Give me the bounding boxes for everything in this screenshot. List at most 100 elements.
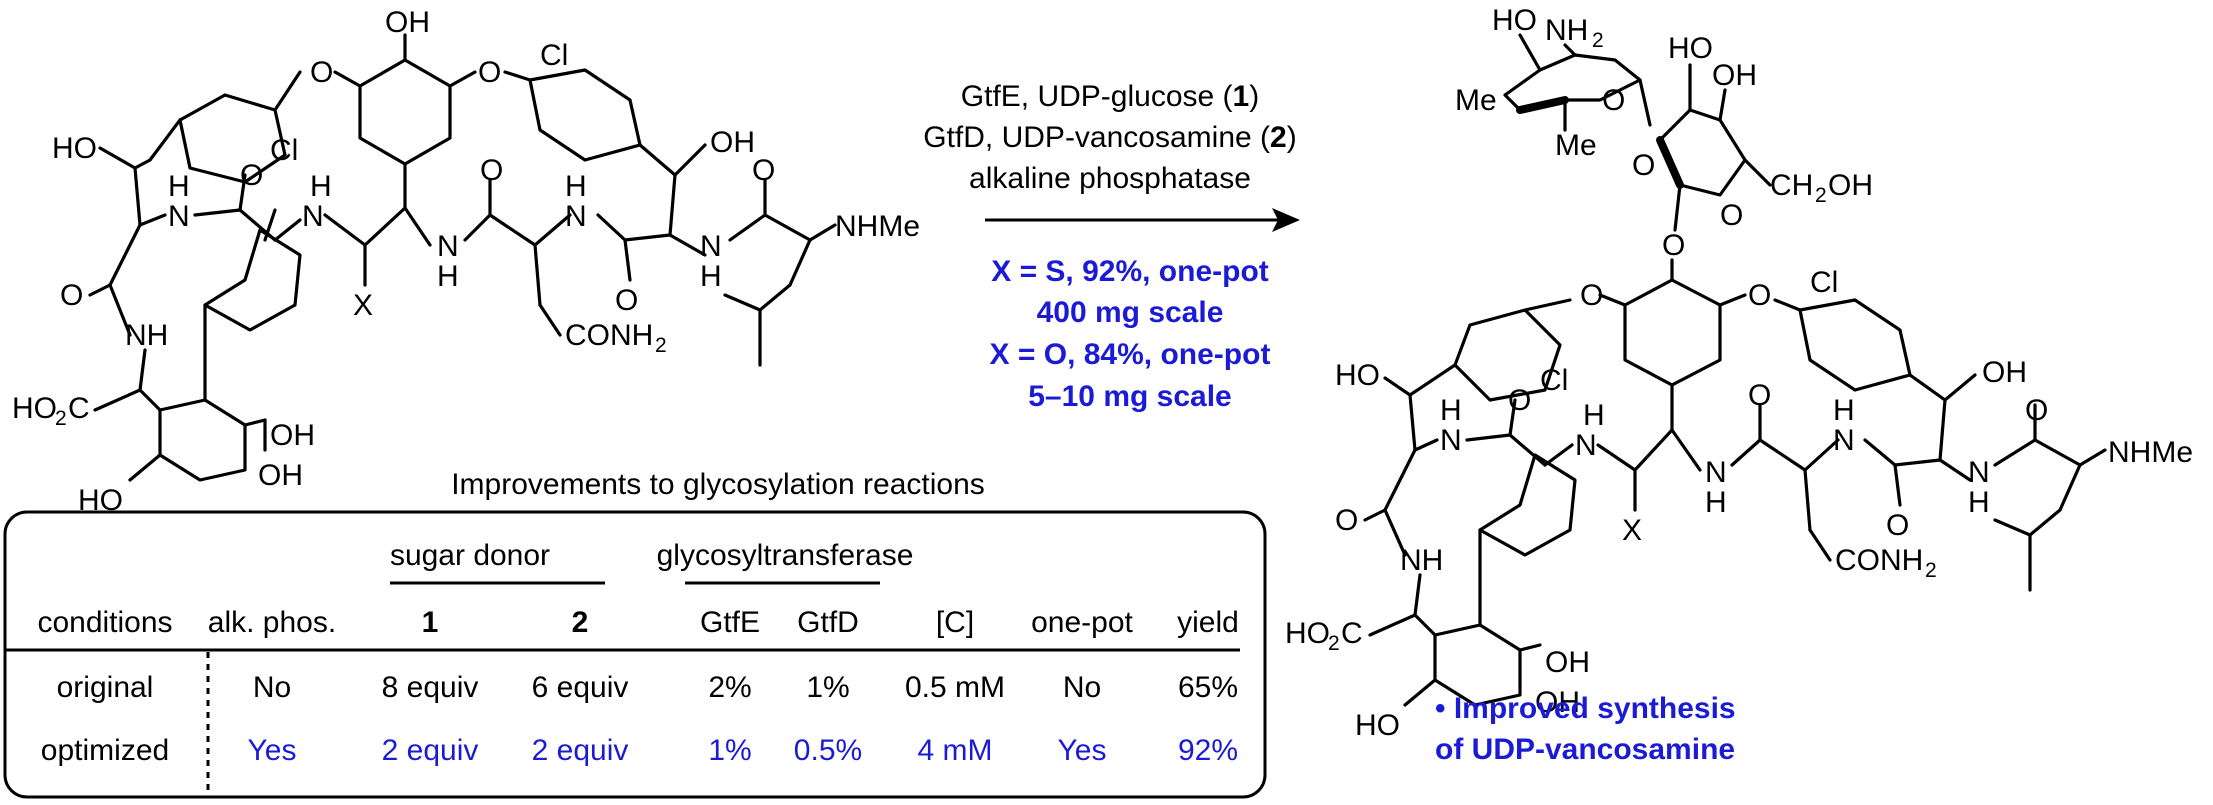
atom-label: OH [270,419,315,452]
atom-label: X [1622,514,1642,547]
reagent-line-3: alkaline phosphatase [969,162,1251,195]
atom-label: N [437,230,459,263]
note-line-2: of UDP-vancosamine [1435,733,1735,766]
note-line-1: • Improved synthesis [1435,692,1736,725]
atom-label: H [168,170,190,203]
atom-label: HO [1355,709,1400,742]
atom-label-subscript: 2 [55,407,67,430]
atom-label: HO [1335,359,1380,392]
atom-label: N [168,200,190,233]
table-cell: 2% [708,671,751,704]
atom-label: X [353,289,373,322]
atom-label: H [1705,486,1727,519]
vancomycin-structure: HO NH 2 Me Me O O HO OH CH 2 OH O O O O [1285,4,2193,766]
atom-label: NHMe [835,210,920,243]
atom-label: N [1968,456,1990,489]
atom-label: Me [1555,129,1597,162]
atom-label: HO [1285,617,1330,650]
atom-label: Me [1455,84,1497,117]
atom-label: Cl [1540,364,1568,397]
atom-label: H [437,260,459,293]
atom-label: O [1886,509,1909,542]
atom-label: O [478,56,501,89]
result-line-4: 5–10 mg scale [1028,380,1231,413]
atom-label: H [700,260,722,293]
atom-label: N [302,200,324,233]
atom-label: CONH [565,319,653,352]
atom-label: O [1580,279,1603,312]
atom-label: H [1833,394,1855,427]
table-cell: Yes [248,734,297,767]
atom-label: HO [1668,32,1713,65]
atom-label: N [1833,424,1855,457]
column-header: yield [1177,606,1239,639]
atom-label: Cl [1810,266,1838,299]
atom-label: OH [1545,646,1590,679]
atom-label: Cl [270,134,298,167]
reagent-line-2: GtfD, UDP-vancosamine (2) [923,121,1296,154]
atom-label: OH [258,459,303,492]
atom-label: Cl [540,39,568,72]
atom-label: OH [1535,686,1580,719]
atom-label: O [480,154,503,187]
atom-label-subscript: 2 [655,334,667,357]
atom-label: O [1748,379,1771,412]
reagent-line-1: GtfE, UDP-glucose (1) [961,80,1259,113]
row-name-optimized: optimized [41,734,169,767]
atom-label: NH [125,319,168,352]
table-cell: 2 equiv [532,734,629,767]
atom-label: NHMe [2108,436,2193,469]
table-title: Improvements to glycosylation reactions [451,468,985,501]
atom-label: CONH [1835,544,1923,577]
atom-label: N [1440,424,1462,457]
table-cell: No [253,671,291,704]
atom-label-subscript: 2 [1925,559,1937,582]
atom-label: O [310,56,333,89]
atom-label: O [1662,229,1685,262]
atom-label: OH [1712,59,1757,92]
atom-label: HO [52,132,97,165]
column-header: conditions [37,606,172,639]
reaction-arrowhead [1272,208,1300,232]
atom-label-subscript: 2 [1815,184,1827,207]
atom-label: H [1968,486,1990,519]
atom-label: O [752,154,775,187]
atom-label: H [1583,399,1605,432]
atom-label: N [565,200,587,233]
column-header: one-pot [1031,606,1133,639]
atom-label: O [615,284,638,317]
row-name-original: original [57,671,154,704]
result-line-1: X = S, 92%, one-pot [991,255,1269,288]
table-cell: Yes [1058,734,1107,767]
atom-label: OH [1982,356,2027,389]
atom-label: O [240,159,263,192]
atom-label: NH [1545,14,1588,47]
column-header: GtfD [797,606,859,639]
column-header: alk. phos. [208,606,336,639]
table-cell: 4 mM [918,734,993,767]
table-cell: 0.5 mM [905,671,1005,704]
table-cell: No [1063,671,1101,704]
atom-label: OH [385,6,430,39]
column-header: GtfE [700,606,760,639]
atom-label: O [1602,84,1625,117]
result-line-3: X = O, 84%, one-pot [990,338,1271,371]
aglycone-structure: OH O O Cl Cl HO OH H N O H N [12,6,920,517]
table-cell: 1% [806,671,849,704]
atom-label-subscript: 2 [1328,632,1340,655]
table-cell: 2 equiv [382,734,479,767]
group-header-glycosyltransferase: glycosyltransferase [657,539,914,572]
table-cell: 8 equiv [382,671,479,704]
atom-label: O [1335,504,1358,537]
atom-label: O [2025,394,2048,427]
atom-label: O [1632,149,1655,182]
table-cell: 92% [1178,734,1238,767]
atom-label: H [1440,394,1462,427]
atom-label: OH [1828,169,1873,202]
atom-label: OH [710,126,755,159]
atom-label: O [1508,384,1531,417]
column-header: 1 [422,606,439,639]
table-cell: 65% [1178,671,1238,704]
atom-label: H [565,170,587,203]
